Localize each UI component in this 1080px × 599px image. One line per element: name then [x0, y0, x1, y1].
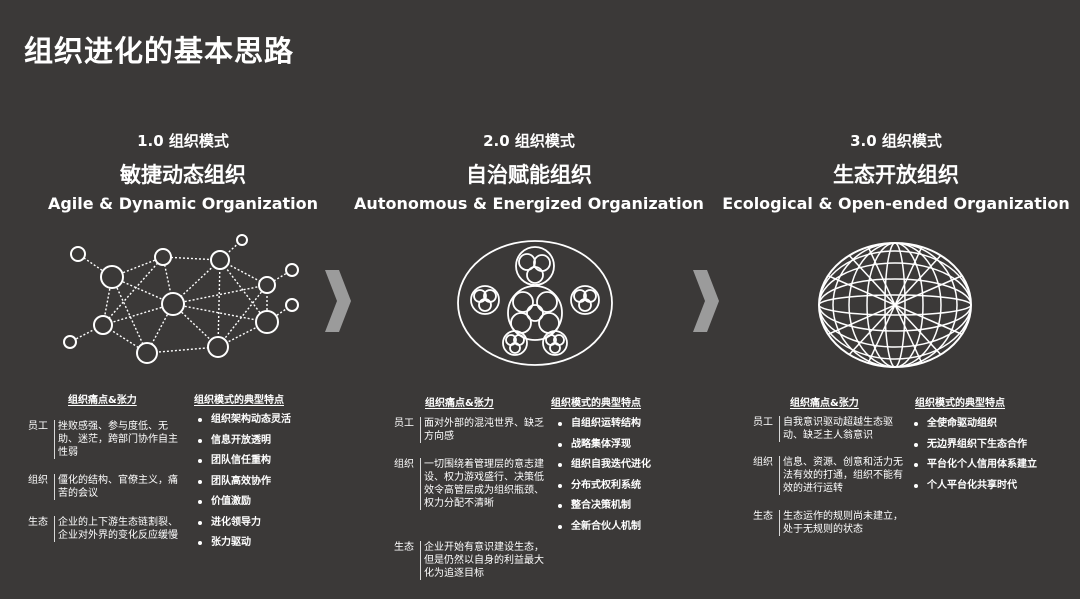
page-title: 组织进化的基本思路 [24, 34, 295, 68]
feature-item: 组织架构动态灵活 [196, 410, 291, 431]
chinese-name: 敏捷动态组织 [120, 163, 246, 187]
pain-text: 面对外部的混沌世界、缺乏方向感 [420, 417, 544, 443]
pain-label: 组织 [28, 475, 48, 486]
chevron-arrow-icon [693, 270, 719, 332]
feature-list: 自组织运转结构 战略集体浮现 组织自我迭代进化 分布式权利系统 整合决策机制 全… [556, 414, 651, 537]
feature-item: 全新合伙人机制 [556, 517, 651, 538]
pain-text: 企业开始有意识建设生态，但是仍然以自身的利益最大化为追逐目标 [420, 541, 544, 580]
feature-section-title: 组织模式的典型特点 [551, 398, 641, 409]
feature-item: 个人平台化共享时代 [912, 476, 1037, 497]
wire-globe-graphic [818, 242, 972, 368]
chinese-name: 生态开放组织 [833, 163, 959, 187]
feature-item: 团队高效协作 [196, 472, 291, 493]
pain-section-title: 组织痛点&张力 [425, 398, 494, 409]
feature-item: 自组织运转结构 [556, 414, 651, 435]
feature-section-title: 组织模式的典型特点 [194, 395, 284, 406]
pain-item: 生态 生态运作的规则尚未建立，处于无规则的状态 [753, 510, 903, 536]
column-2-header: 2.0 组织模式 自治赋能组织 Autonomous & Energized O… [349, 128, 709, 216]
feature-item: 整合决策机制 [556, 496, 651, 517]
feature-item: 进化领导力 [196, 513, 291, 534]
feature-item: 全使命驱动组织 [912, 414, 1037, 435]
pain-label: 组织 [394, 459, 414, 470]
pain-section-title: 组织痛点&张力 [790, 398, 859, 409]
pain-label: 生态 [28, 517, 48, 528]
column-3-header: 3.0 组织模式 生态开放组织 Ecological & Open-ended … [716, 128, 1076, 216]
feature-item: 团队信任重构 [196, 451, 291, 472]
pain-label: 员工 [28, 421, 48, 432]
pain-item: 生态 企业开始有意识建设生态，但是仍然以自身的利益最大化为追逐目标 [394, 541, 544, 580]
pain-text: 信息、资源、创意和活力无法有效的打通，组织不能有效的进行运转 [779, 456, 903, 495]
pain-text: 一切围绕着管理层的意志建设、权力游戏盛行、决策低效令高管层成为组织瓶颈、权力分配… [420, 458, 544, 510]
pain-item: 员工 面对外部的混沌世界、缺乏方向感 [394, 417, 544, 443]
pain-item: 员工 自我意识驱动超越生态驱动、缺乏主人翁意识 [753, 416, 903, 442]
feature-list: 组织架构动态灵活 信息开放透明 团队信任重构 团队高效协作 价值激励 进化领导力… [196, 410, 291, 554]
english-name: Ecological & Open-ended Organization [722, 194, 1070, 213]
feature-list: 全使命驱动组织 无边界组织下生态合作 平台化个人信用体系建立 个人平台化共享时代 [912, 414, 1037, 496]
english-name: Autonomous & Energized Organization [354, 194, 704, 213]
feature-item: 平台化个人信用体系建立 [912, 455, 1037, 476]
feature-item: 分布式权利系统 [556, 476, 651, 497]
pain-label: 员工 [753, 417, 773, 428]
feature-item: 无边界组织下生态合作 [912, 435, 1037, 456]
mode-label: 3.0 组织模式 [850, 132, 942, 150]
pain-text: 生态运作的规则尚未建立，处于无规则的状态 [779, 510, 903, 536]
feature-item: 张力驱动 [196, 533, 291, 554]
pain-label: 生态 [394, 542, 414, 553]
chevron-arrow-icon [325, 270, 351, 332]
pain-text: 挫败感强、参与度低、无助、迷茫，跨部门协作自主性弱 [54, 420, 180, 459]
feature-item: 组织自我迭代进化 [556, 455, 651, 476]
column-1-header: 1.0 组织模式 敏捷动态组织 Agile & Dynamic Organiza… [3, 128, 363, 216]
pain-item: 生态 企业的上下游生态链割裂、企业对外界的变化反应缓慢 [28, 516, 180, 542]
feature-item: 战略集体浮现 [556, 435, 651, 456]
chinese-name: 自治赋能组织 [466, 163, 592, 187]
pain-item: 组织 一切围绕着管理层的意志建设、权力游戏盛行、决策低效令高管层成为组织瓶颈、权… [394, 458, 544, 510]
pain-label: 生态 [753, 511, 773, 522]
network-graphic [63, 234, 299, 364]
pain-item: 组织 僵化的结构、官僚主义，痛苦的会议 [28, 474, 180, 500]
pain-label: 组织 [753, 457, 773, 468]
feature-item: 价值激励 [196, 492, 291, 513]
english-name: Agile & Dynamic Organization [47, 194, 319, 213]
feature-item: 信息开放透明 [196, 431, 291, 452]
pain-text: 企业的上下游生态链割裂、企业对外界的变化反应缓慢 [54, 516, 180, 542]
nested-circles-graphic [457, 240, 613, 366]
pain-section-title: 组织痛点&张力 [68, 395, 137, 406]
feature-section-title: 组织模式的典型特点 [915, 398, 1005, 409]
mode-label: 2.0 组织模式 [483, 132, 575, 150]
pain-text: 僵化的结构、官僚主义，痛苦的会议 [54, 474, 180, 500]
pain-text: 自我意识驱动超越生态驱动、缺乏主人翁意识 [779, 416, 903, 442]
pain-label: 员工 [394, 418, 414, 429]
pain-item: 员工 挫败感强、参与度低、无助、迷茫，跨部门协作自主性弱 [28, 420, 180, 459]
pain-item: 组织 信息、资源、创意和活力无法有效的打通，组织不能有效的进行运转 [753, 456, 903, 495]
mode-label: 1.0 组织模式 [137, 132, 229, 150]
